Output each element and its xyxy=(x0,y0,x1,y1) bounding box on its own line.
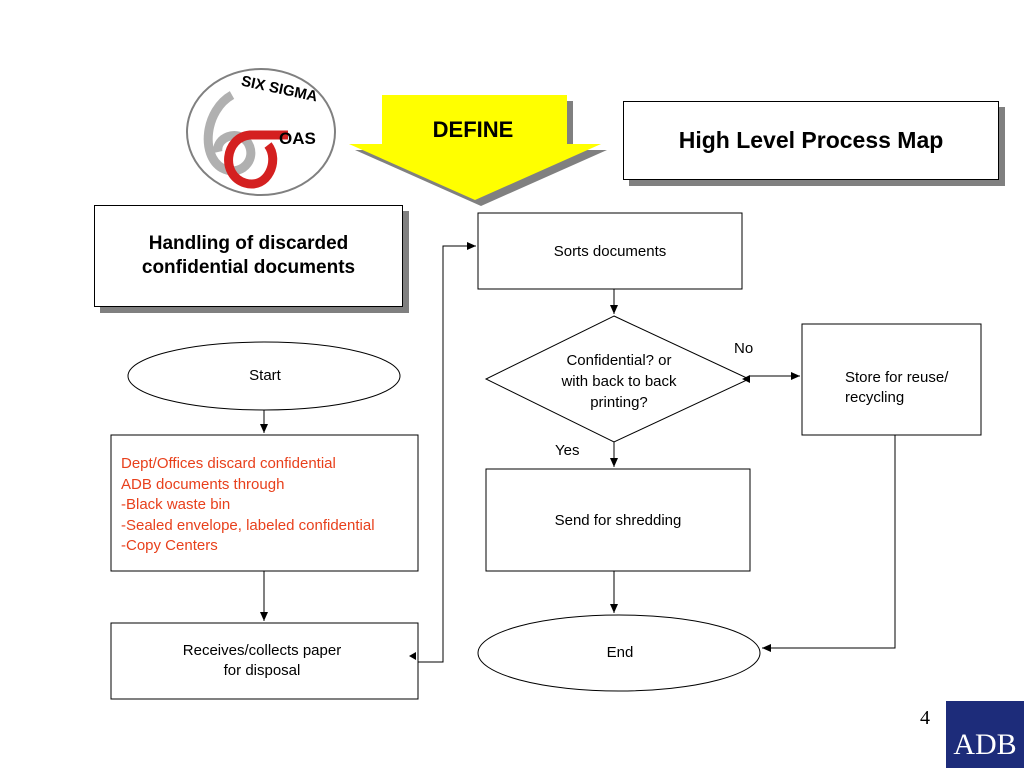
connectors xyxy=(260,242,896,663)
adb-logo: ADB xyxy=(946,701,1024,768)
decision-line: Confidential? or xyxy=(566,352,672,369)
page-title: High Level Process Map xyxy=(678,127,944,153)
edge-label-no: No xyxy=(734,340,754,357)
receives-line: Receives/collects paper xyxy=(182,642,342,659)
receives-label: Receives/collects paper for disposal xyxy=(152,641,372,681)
store-box xyxy=(801,323,982,436)
store-line: recycling xyxy=(845,389,905,406)
start-label: Start xyxy=(249,367,281,384)
edge-label-yes: Yes xyxy=(555,442,580,459)
discard-box xyxy=(110,434,419,572)
sorts-box xyxy=(477,212,743,290)
sorts-label: Sorts documents xyxy=(553,243,667,260)
discard-line: -Black waste bin xyxy=(121,496,231,513)
arrowhead-decision xyxy=(742,375,750,383)
define-label: DEFINE xyxy=(432,117,514,142)
adb-logo-text: ADB xyxy=(953,728,1017,761)
process-title-line2: confidential documents xyxy=(141,257,356,278)
edge-receives-sorts xyxy=(418,242,476,663)
page-number: 4 xyxy=(920,707,930,729)
discard-line: -Sealed envelope, labeled confidential xyxy=(121,516,375,534)
process-title-line1: Handling of discarded xyxy=(148,233,349,254)
discard-text: Dept/Offices discard confidential ADB do… xyxy=(121,454,375,557)
store-line: Store for reuse/ xyxy=(845,369,949,386)
shredding-box xyxy=(485,468,751,572)
logo-oas-text: OAS xyxy=(279,129,316,148)
page-title-box: High Level Process Map xyxy=(623,101,999,180)
define-arrow xyxy=(349,95,607,206)
decision-label: Confidential? or with back to back print… xyxy=(534,350,704,413)
store-label: Store for reuse/ recycling xyxy=(845,368,975,408)
discard-line: ADB documents through xyxy=(121,475,285,493)
shredding-label: Send for shredding xyxy=(554,512,682,529)
discard-line: -Copy Centers xyxy=(121,537,218,554)
six-sigma-logo: SIX SIGMA OAS xyxy=(186,68,336,196)
decision-line: with back to back xyxy=(561,373,677,390)
receives-box xyxy=(110,622,419,700)
end-node xyxy=(477,614,761,692)
discard-line: Dept/Offices discard confidential xyxy=(121,455,336,472)
process-title-box: Handling of discarded confidential docum… xyxy=(94,205,403,307)
edge-store-end xyxy=(762,435,896,652)
decision-line: printing? xyxy=(590,394,648,411)
receives-line: for disposal xyxy=(223,662,301,679)
end-label: End xyxy=(606,644,634,661)
arrowhead-receives xyxy=(409,652,416,660)
